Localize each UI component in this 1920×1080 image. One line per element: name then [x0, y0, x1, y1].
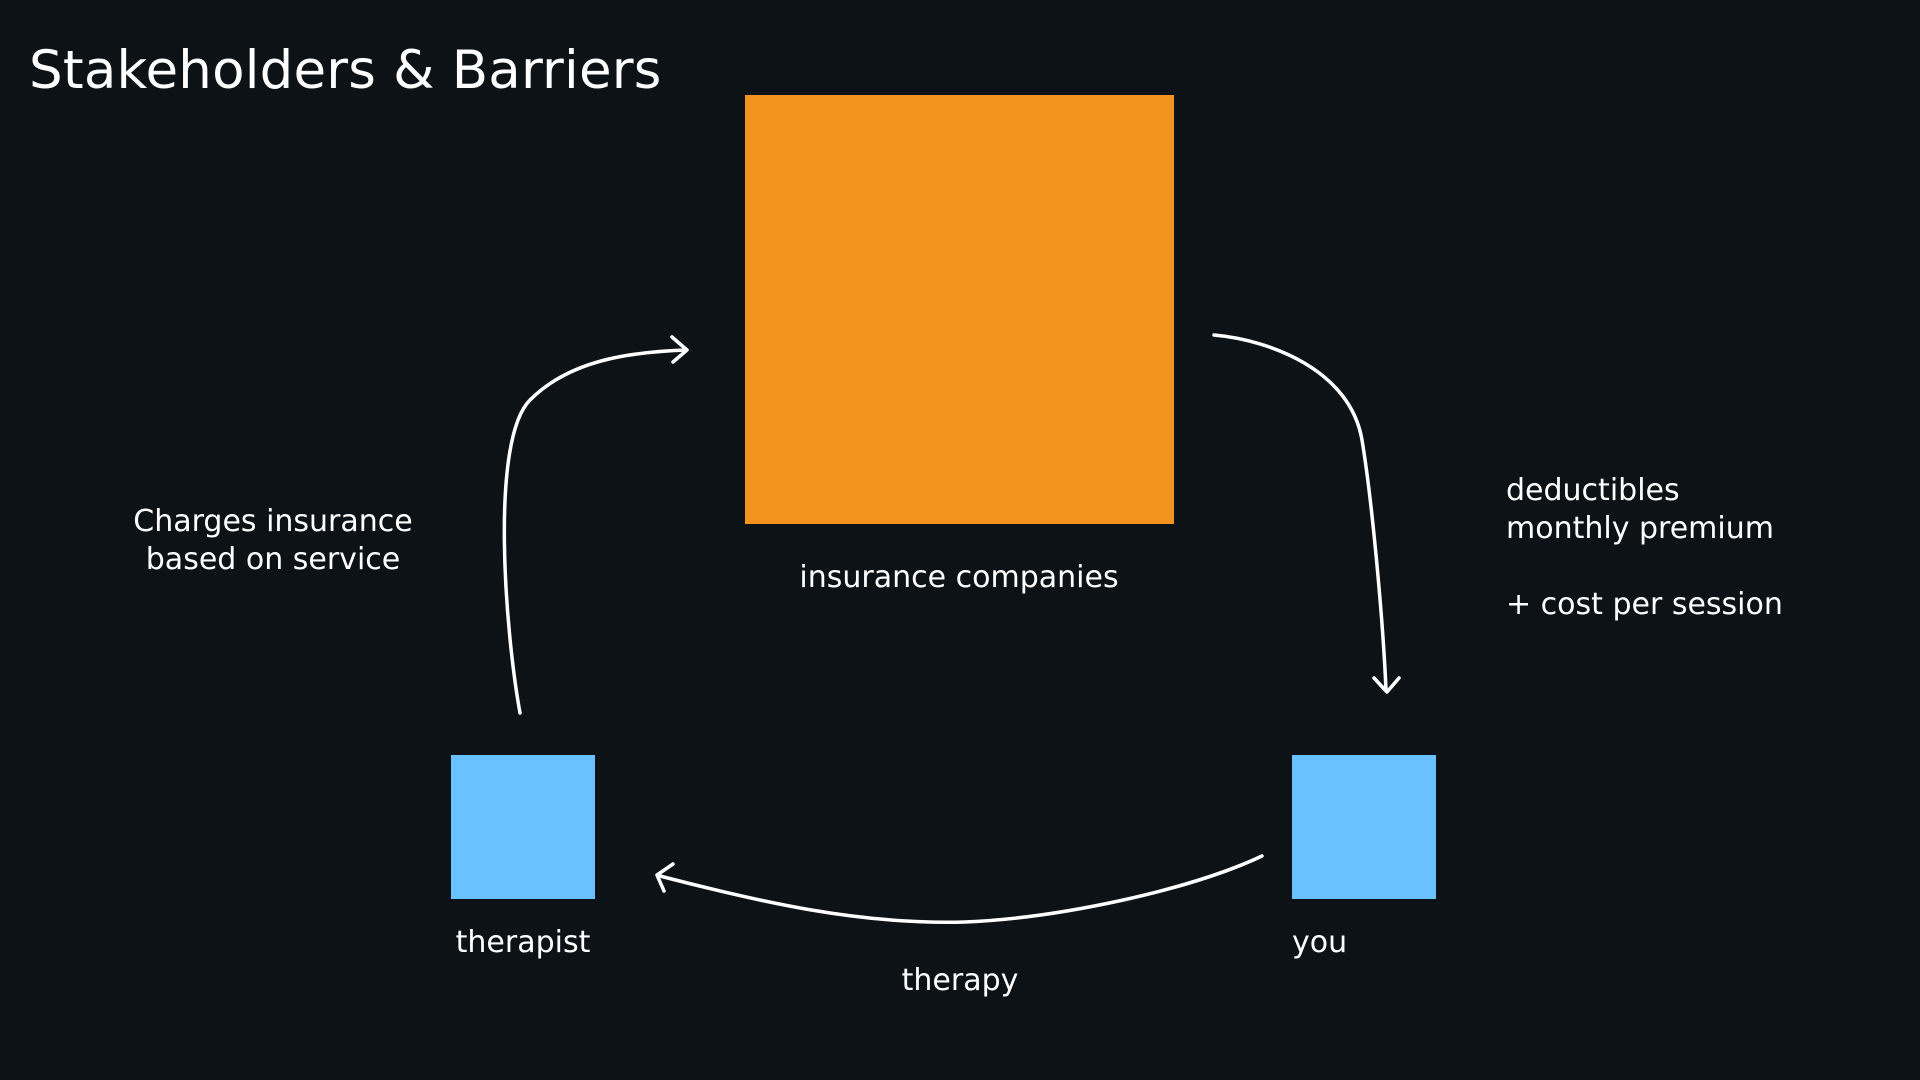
arrow-insurance-to-you — [1212, 333, 1388, 692]
costs-spacer — [1506, 548, 1783, 586]
arrowhead-insurance-to-you — [1372, 676, 1401, 694]
therapy-edge-label: therapy — [901, 963, 1019, 998]
arrow-therapist-to-insurance — [502, 348, 688, 715]
costs-line-deductibles: deductibles — [1506, 473, 1680, 508]
therapist-label: therapist — [455, 925, 591, 960]
charges-line-1: Charges insurance — [133, 504, 413, 539]
charges-edge-label: Charges insurance based on service — [133, 503, 413, 579]
costs-edge-label: deductibles monthly premium + cost per s… — [1506, 472, 1783, 624]
insurance-companies-label: insurance companies — [799, 560, 1119, 595]
costs-line-monthly-premium: monthly premium — [1506, 511, 1774, 546]
you-label: you — [1292, 925, 1348, 960]
you-node[interactable] — [1292, 755, 1436, 899]
page-title: Stakeholders & Barriers — [29, 40, 662, 101]
costs-line-cost-per-session: + cost per session — [1506, 587, 1783, 622]
arrowhead-you-to-therapist — [655, 862, 675, 893]
therapist-node[interactable] — [451, 755, 595, 899]
charges-line-2: based on service — [145, 542, 401, 577]
arrow-you-to-therapist — [658, 854, 1264, 925]
arrowhead-therapist-to-insurance — [670, 335, 689, 364]
insurance-companies-node[interactable] — [745, 95, 1174, 524]
